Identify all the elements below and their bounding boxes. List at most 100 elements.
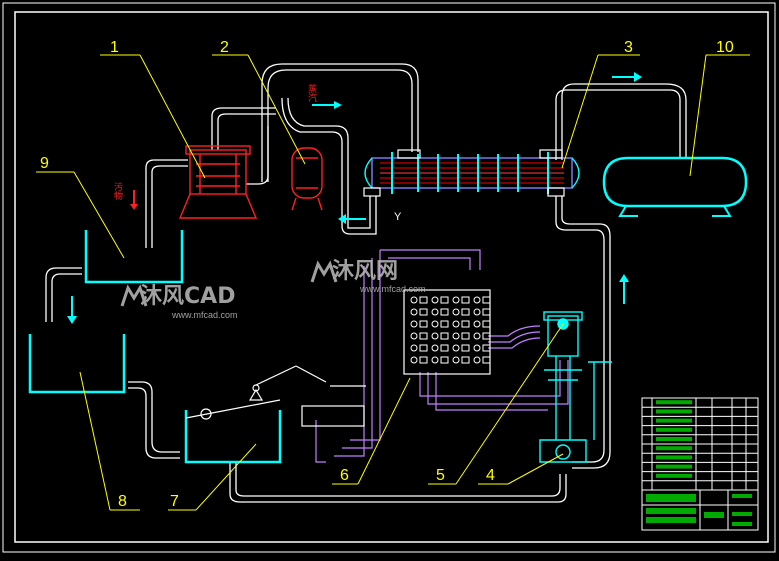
watermark-url-left: www.mfcad.com bbox=[171, 310, 238, 320]
panel-gauge bbox=[452, 344, 460, 352]
panel-switch bbox=[482, 308, 491, 316]
watermark-logo-left-icon bbox=[120, 284, 148, 307]
title-block bbox=[641, 397, 759, 531]
panel-switch bbox=[482, 332, 491, 340]
flow-arrow-up-icon bbox=[619, 274, 629, 304]
panel-gauge bbox=[410, 296, 418, 304]
panel-switch bbox=[419, 296, 428, 304]
panel-gauge bbox=[473, 332, 481, 340]
panel-gauge bbox=[431, 308, 439, 316]
panel-gauge bbox=[431, 320, 439, 328]
part-number-6: 6 bbox=[340, 467, 349, 484]
watermark-brand-text: 沐风网 bbox=[332, 259, 398, 284]
panel-switch bbox=[440, 296, 449, 304]
part-number-1: 1 bbox=[110, 39, 119, 56]
steam-label: 蒸汽 bbox=[307, 83, 317, 102]
separator-vessel bbox=[291, 147, 323, 211]
panel-gauge bbox=[452, 296, 460, 304]
panel-switch bbox=[419, 308, 428, 316]
control-panel bbox=[403, 289, 491, 375]
title-block-cell bbox=[656, 455, 692, 460]
panel-gauge bbox=[452, 308, 460, 316]
title-block-cell bbox=[656, 427, 692, 432]
title-block-cell bbox=[656, 400, 692, 405]
panel-gauge bbox=[473, 320, 481, 328]
control-wiring bbox=[315, 249, 569, 463]
watermark-logo-center-icon bbox=[310, 260, 338, 283]
panel-switch bbox=[419, 320, 428, 328]
float-level-gauge bbox=[185, 365, 366, 427]
watermark-mfcad-text: 沐风CAD bbox=[140, 284, 235, 309]
heat-exchanger bbox=[363, 149, 580, 197]
panel-switch bbox=[440, 344, 449, 352]
part-number-3: 3 bbox=[624, 39, 633, 56]
part-number-9: 9 bbox=[40, 155, 49, 172]
panel-gauge bbox=[410, 320, 418, 328]
panel-gauge bbox=[431, 344, 439, 352]
panel-gauge bbox=[473, 356, 481, 364]
panel-switch bbox=[461, 308, 470, 316]
panel-switch bbox=[461, 332, 470, 340]
main-pipe-loop bbox=[45, 63, 687, 503]
panel-switch bbox=[440, 332, 449, 340]
panel-switch bbox=[482, 344, 491, 352]
watermark-url-center: www.mfcad.com bbox=[359, 284, 426, 294]
leader-lines bbox=[36, 54, 750, 511]
panel-switch bbox=[461, 344, 470, 352]
y-marker: Y bbox=[394, 211, 402, 223]
flow-arrows bbox=[67, 72, 642, 324]
panel-switch bbox=[461, 320, 470, 328]
panel-switch bbox=[482, 320, 491, 328]
part-number-7: 7 bbox=[170, 493, 179, 510]
panel-switch bbox=[461, 296, 470, 304]
panel-gauge bbox=[431, 332, 439, 340]
panel-switch bbox=[440, 356, 449, 364]
panel-gauge bbox=[452, 356, 460, 364]
outer-frame bbox=[2, 2, 776, 553]
inner-frame bbox=[14, 11, 769, 543]
panel-gauge bbox=[473, 296, 481, 304]
watermark-left: 沐风CAD www.mfcad.com bbox=[120, 284, 238, 320]
title-block-cell bbox=[656, 473, 692, 478]
title-block-cell bbox=[656, 464, 692, 469]
part-number-10: 10 bbox=[716, 39, 734, 56]
panel-gauge bbox=[410, 344, 418, 352]
part-number-5: 5 bbox=[436, 467, 445, 484]
title-block-cell bbox=[656, 437, 692, 441]
flow-arrow-down-icon bbox=[130, 190, 138, 210]
panel-gauge bbox=[473, 308, 481, 316]
pump-motor-assembly bbox=[539, 311, 612, 463]
title-block-cell bbox=[656, 409, 692, 414]
watermark-center: 沐风网 www.mfcad.com bbox=[310, 259, 426, 294]
dirt-label: 污物 bbox=[113, 181, 123, 201]
flow-arrow-right-icon bbox=[312, 101, 342, 109]
part-number-8: 8 bbox=[118, 493, 127, 510]
panel-gauge bbox=[473, 344, 481, 352]
panel-gauge bbox=[452, 332, 460, 340]
panel-switch bbox=[419, 332, 428, 340]
title-block-cell bbox=[656, 418, 692, 423]
panel-switch bbox=[419, 344, 428, 352]
panel-switch bbox=[440, 308, 449, 316]
panel-gauge bbox=[410, 308, 418, 316]
part-number-4: 4 bbox=[486, 467, 495, 484]
panel-gauge bbox=[452, 320, 460, 328]
panel-gauge bbox=[431, 356, 439, 364]
flow-arrow-right-icon bbox=[612, 72, 642, 82]
panel-gauge bbox=[410, 356, 418, 364]
panel-switch bbox=[482, 296, 491, 304]
panel-switch bbox=[482, 356, 491, 364]
mixing-tank bbox=[184, 410, 282, 464]
panel-gauge bbox=[410, 332, 418, 340]
flow-arrow-left-icon bbox=[338, 214, 366, 224]
panel-switch bbox=[419, 356, 428, 364]
storage-tank bbox=[602, 156, 748, 217]
part-number-labels: 1 2 3 10 9 8 7 6 5 4 bbox=[40, 39, 734, 510]
lower-collection-tank bbox=[28, 334, 126, 394]
part-number-2: 2 bbox=[220, 39, 229, 56]
upper-collection-tank bbox=[84, 230, 184, 284]
panel-switch bbox=[440, 320, 449, 328]
reactor-vessel bbox=[178, 145, 258, 219]
